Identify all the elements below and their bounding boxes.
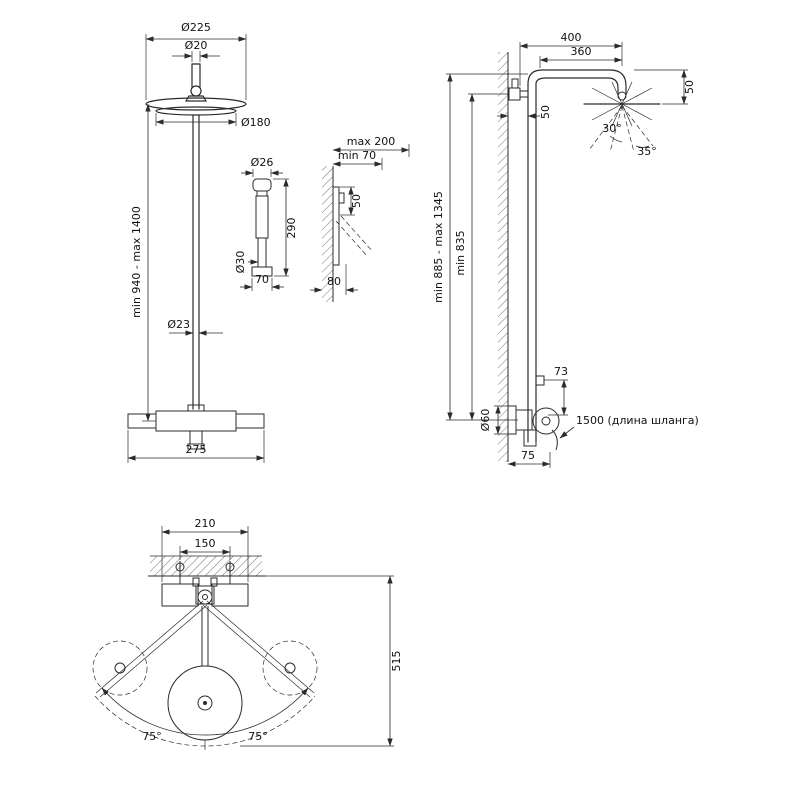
front-view: Ø225 Ø20 Ø180 min 940 - max 1400 Ø23 275 — [127, 21, 271, 463]
spray-cone — [588, 105, 654, 153]
dim-spray-angle-outer: 35° — [637, 145, 657, 158]
shower-head-side — [583, 81, 661, 127]
dim-bracket-reach-min: min 70 — [338, 149, 376, 162]
dim-mixer-width: 275 — [186, 443, 207, 456]
swing-range — [92, 600, 318, 750]
bracket-body — [332, 186, 374, 266]
dim-spout-reach: 75 — [521, 449, 535, 462]
supply-fitting — [508, 78, 528, 101]
shower-column-side — [527, 69, 627, 443]
dim-bracket-depth: 80 — [327, 275, 341, 288]
dim-escutcheon-diameter: Ø60 — [479, 409, 492, 432]
dim-side-height-range: min 885 - max 1345 — [432, 191, 445, 303]
dim-head-diameter: Ø225 — [181, 21, 211, 34]
shower-column-front — [192, 114, 200, 410]
dim-column-diameter: Ø23 — [167, 318, 190, 331]
dim-swing-depth: 515 — [390, 651, 403, 672]
dim-pipe-diameter: Ø20 — [185, 39, 208, 52]
dim-swing-angle-right: 75° — [248, 730, 268, 743]
dim-arm-reach: 400 — [561, 31, 582, 44]
hand-shower-body — [251, 178, 273, 277]
hand-shower-view: Ø26 290 Ø30 70 — [234, 156, 298, 291]
mixer-top — [161, 577, 249, 607]
dim-bracket-reach-max: max 200 — [347, 135, 395, 148]
hose-length-note: 1500 (длина шланга) — [576, 414, 699, 427]
mixer-side — [507, 405, 560, 451]
dim-hand-grip-diameter: Ø30 — [234, 251, 247, 274]
dim-hole-spacing: 150 — [195, 537, 216, 550]
dim-face-diameter: Ø180 — [241, 116, 271, 129]
dim-head-drop: 50 — [683, 80, 696, 94]
wall-hatch-top — [150, 556, 262, 576]
top-view: 75° 75° 210 150 515 — [92, 517, 403, 750]
dim-swing-angle-left: 75° — [142, 730, 162, 743]
dim-plate-width: 210 — [195, 517, 216, 530]
wall-bracket-view: max 200 min 70 50 80 — [310, 135, 410, 302]
dim-holder-offset: 73 — [554, 365, 568, 378]
dim-hand-length: 290 — [285, 218, 298, 239]
dim-arm-length: 360 — [571, 45, 592, 58]
wall-hatch — [322, 166, 333, 302]
mounting-screws — [175, 561, 235, 584]
dim-spray-angle-inner: 30° — [602, 122, 622, 135]
head-top — [167, 606, 243, 741]
dim-column-height: min 835 — [454, 230, 467, 275]
shower-head-front — [145, 63, 247, 116]
side-view: 30° 35° 400 360 50 50 min 885 - ma — [432, 31, 699, 468]
dim-hand-base-width: 70 — [255, 273, 269, 286]
dim-wall-offset: 50 — [539, 105, 552, 119]
dim-height-range: min 940 - max 1400 — [130, 206, 143, 318]
wall-hatch-side — [498, 52, 508, 462]
dim-bracket-height: 50 — [350, 194, 363, 208]
dim-hand-head-diameter: Ø26 — [251, 156, 274, 169]
